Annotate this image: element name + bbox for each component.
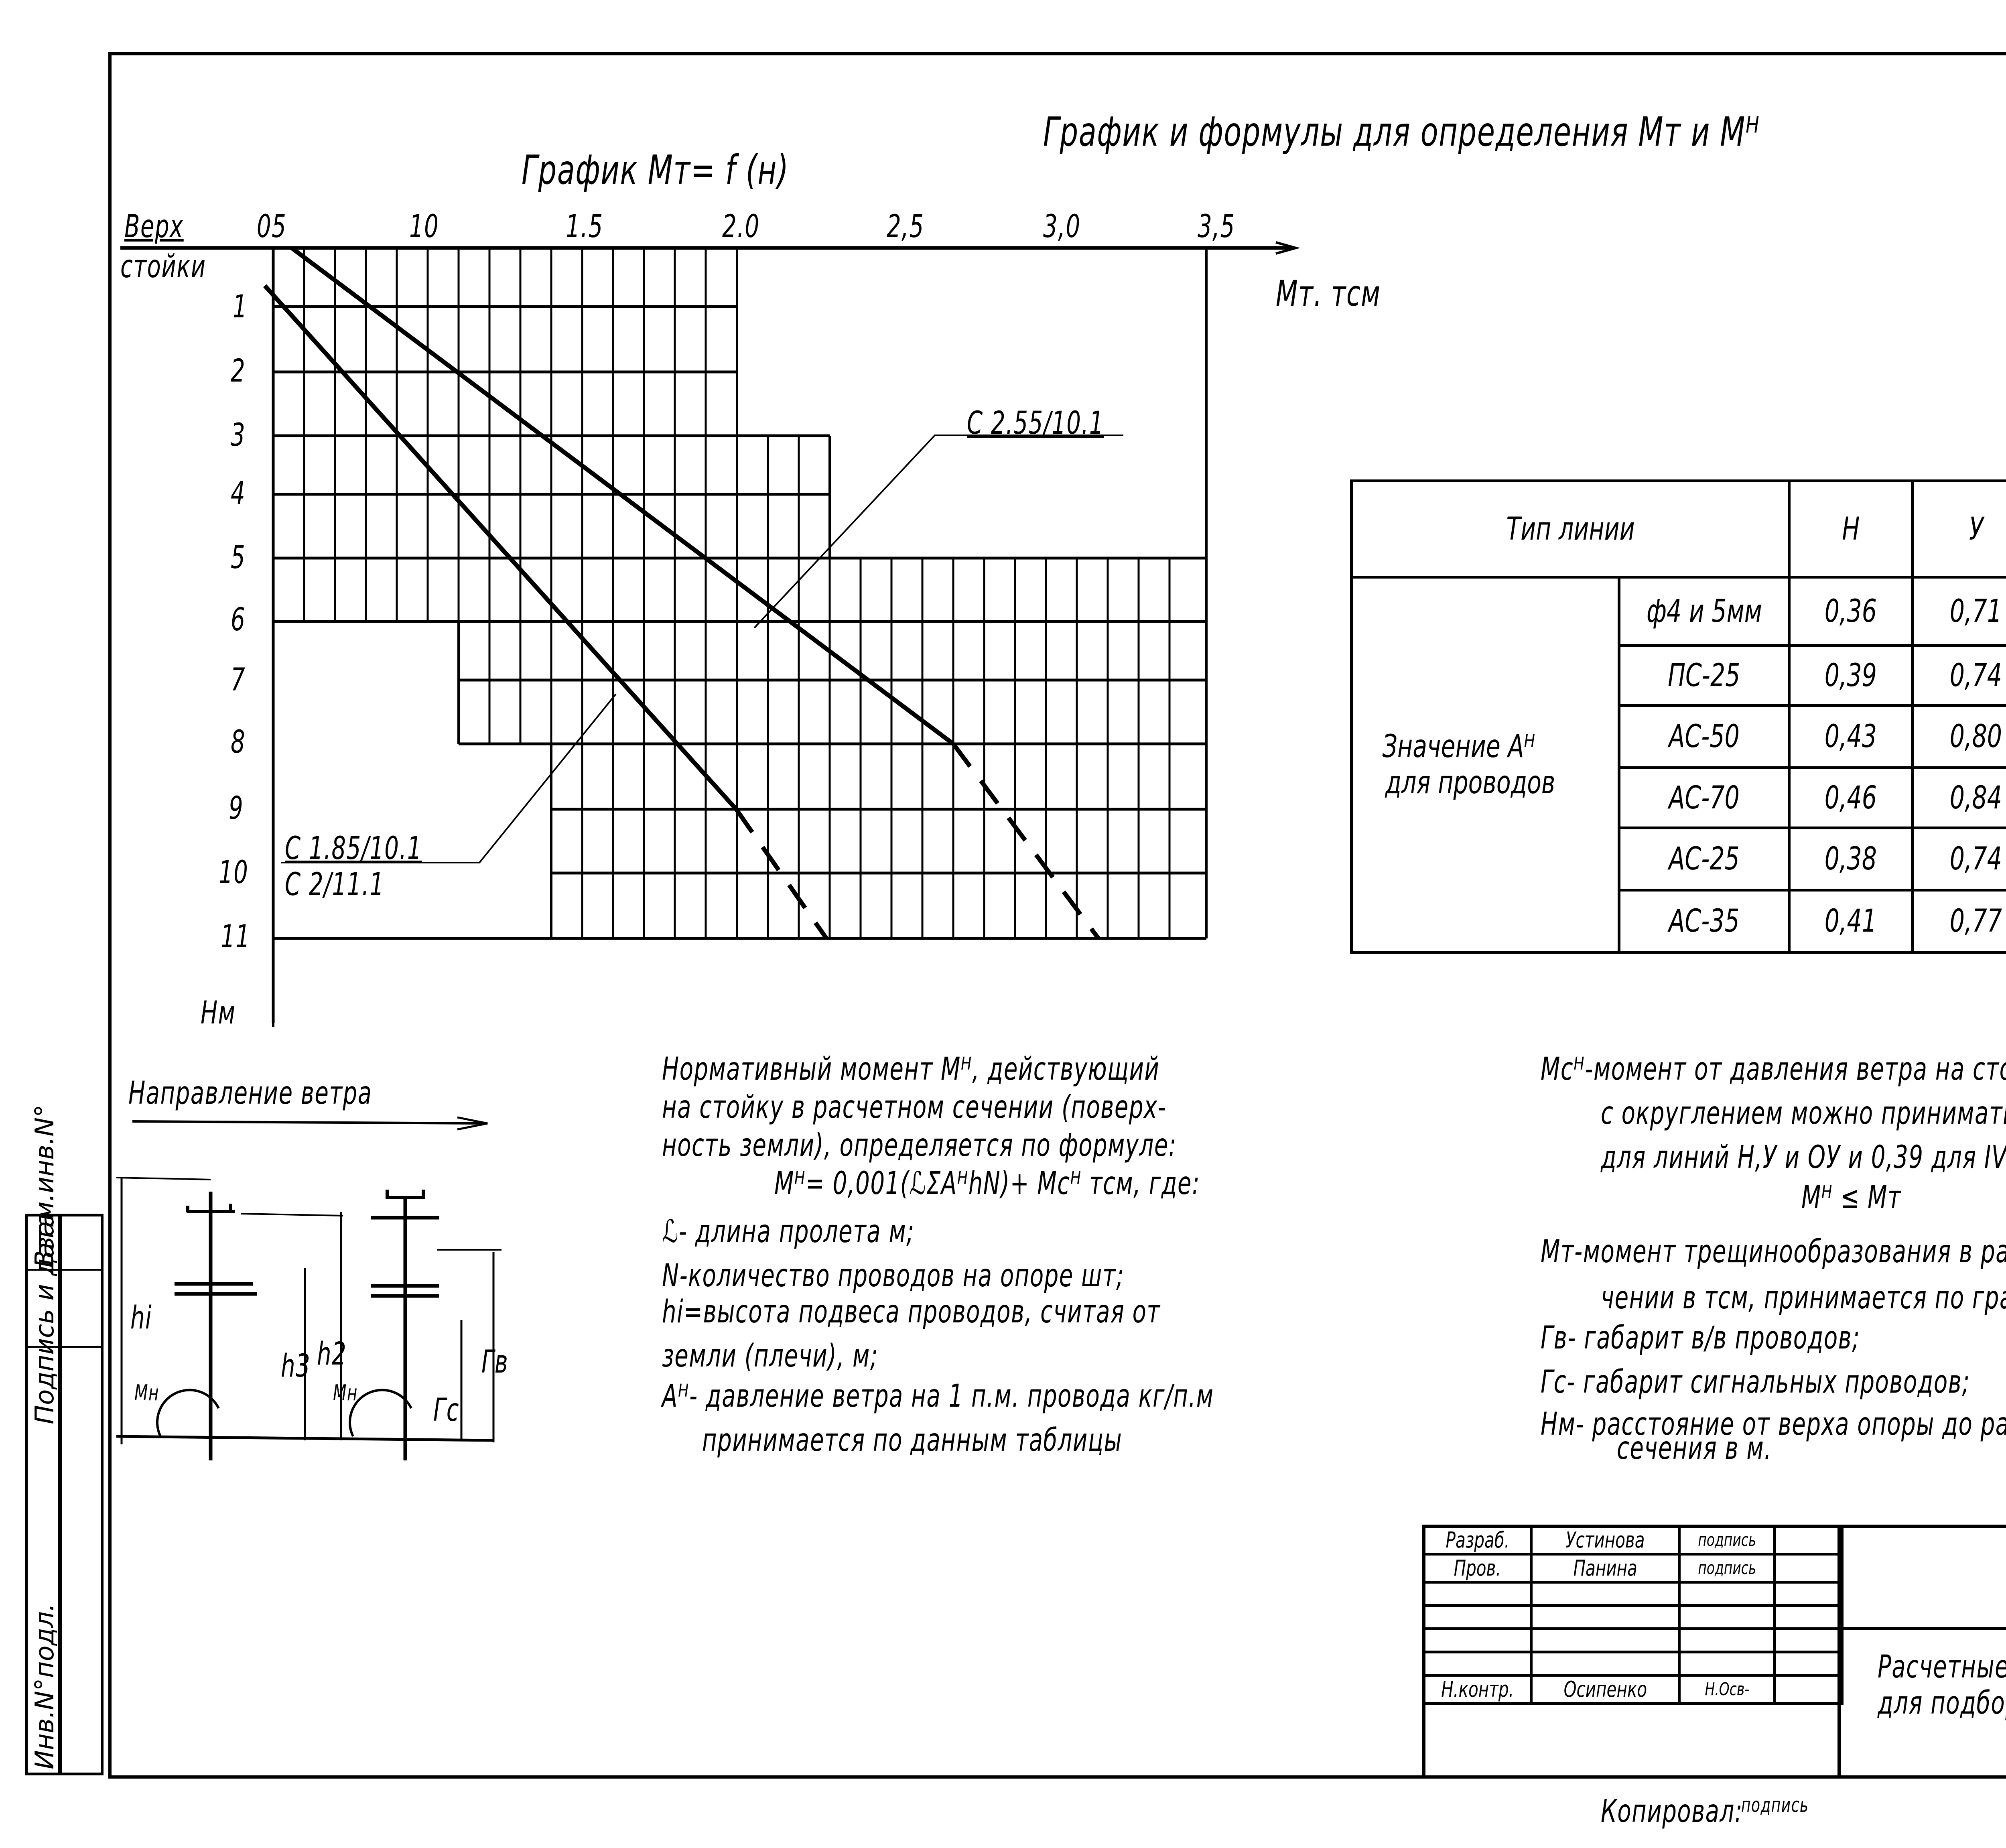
copied-signature: подпись [1741, 1793, 1809, 1817]
series-lower-dashed [734, 808, 828, 940]
side-stamp-inv-orig: Инв.N°подл. [30, 1603, 60, 1769]
group-label: Значение Аᴴ для проводов [1350, 576, 1620, 954]
wind-pressure-table: Тип линии Н У ОУ IV ветровой район Значе… [1350, 479, 2006, 954]
y-tick: 6 [231, 602, 246, 638]
label-h3: h3 [281, 1348, 311, 1384]
y-tick: 3 [231, 417, 246, 453]
y-tick: 11 [221, 919, 251, 955]
formula-block: Нормативный момент Мᴴ, действующий на ст… [662, 1051, 1404, 1462]
side-divider [25, 1346, 104, 1348]
callout-upper: С 2.55/10.1 [967, 405, 1104, 441]
label-mn-2: Мн [333, 1380, 358, 1405]
label-h2: h2 [317, 1336, 347, 1372]
y-axis-top-label: Верх [124, 209, 184, 245]
header-n: Н [1788, 479, 1914, 579]
y-tick: 1 [233, 289, 248, 325]
y-tick: 4 [231, 475, 246, 512]
x-tick: 1.5 [566, 209, 603, 245]
callout-lower-2: С 2/11.1 [285, 867, 385, 903]
y-tick: 8 [231, 724, 246, 760]
y-axis-top-label-2: стойки [120, 249, 206, 285]
label-hi: hi [130, 1300, 152, 1336]
x-tick: 2,5 [887, 209, 924, 245]
definitions-block: Мсᴴ-момент от давления ветра на стойку в… [1541, 1051, 2006, 1466]
side-stamp-sign-date: Подпись и дата [30, 1211, 60, 1424]
callout-lower-1: С 1.85/10.1 [285, 831, 422, 867]
drawing-frame [108, 52, 2006, 1779]
y-tick: 7 [231, 662, 246, 698]
copied-label: Копировал: [1601, 1793, 1743, 1830]
title-block-divider-v [1837, 1525, 1841, 1777]
y-tick: 9 [229, 790, 244, 827]
document-title-1: Расчетные данные [1878, 1649, 2006, 1685]
side-stamp-col-2 [59, 1214, 104, 1775]
x-tick: 10 [409, 209, 439, 245]
table-row: ПС-25 0,39 0,74 1,08 0,39 [1352, 644, 2006, 707]
table-row: АС-50 0,43 0,80 1,14 0,56 [1352, 704, 2006, 769]
side-divider [25, 1269, 104, 1271]
table-row: АС-70 0,46 0,84 1,19 0,66 [1352, 766, 2006, 829]
x-tick: 3,5 [1198, 209, 1235, 245]
x-tick: 05 [257, 209, 287, 245]
x-tick: 2.0 [722, 209, 760, 245]
series-upper-dashed [951, 742, 1100, 940]
title-block-divider-h [1837, 1627, 2006, 1630]
frame-bottom-line [108, 1775, 2006, 1779]
y-tick: 5 [231, 540, 246, 576]
table-row: АС-35 0,41 0,77 1,12 0,49 [1352, 889, 2006, 954]
formula-main: Мᴴ= 0,001(ℒΣАᴴhN)+ Мсᴴ тсм, где: [774, 1166, 1200, 1202]
table-row: АС-25 0,38 0,74 1,07 0,38 [1352, 827, 2006, 892]
wind-direction-label: Направление ветра [128, 1075, 372, 1111]
series-lower-solid [263, 284, 738, 811]
y-tick: 10 [219, 855, 249, 891]
series-upper-solid [290, 246, 955, 746]
page-title: График и формулы для определения Мт и Мᴴ [1043, 108, 1760, 155]
chart-title: График Мт= f (н) [522, 146, 789, 193]
label-mn-1: Мн [134, 1380, 159, 1405]
y-tick: 2 [231, 353, 246, 389]
y-axis-unit: Нм [201, 995, 236, 1031]
document-title-2: для подбора стоек [1878, 1685, 2006, 1721]
table-row: Значение Аᴴ для проводов ф4 и 5мм 0,36 0… [1350, 576, 2006, 954]
label-gs: Гс [433, 1392, 460, 1428]
label-gv: Гв [481, 1344, 509, 1380]
header-u: У [1911, 479, 2006, 579]
header-type: Тип линии [1350, 479, 1791, 579]
x-axis-unit: Мт. тсм [1276, 273, 1381, 314]
x-tick: 3,0 [1043, 209, 1081, 245]
